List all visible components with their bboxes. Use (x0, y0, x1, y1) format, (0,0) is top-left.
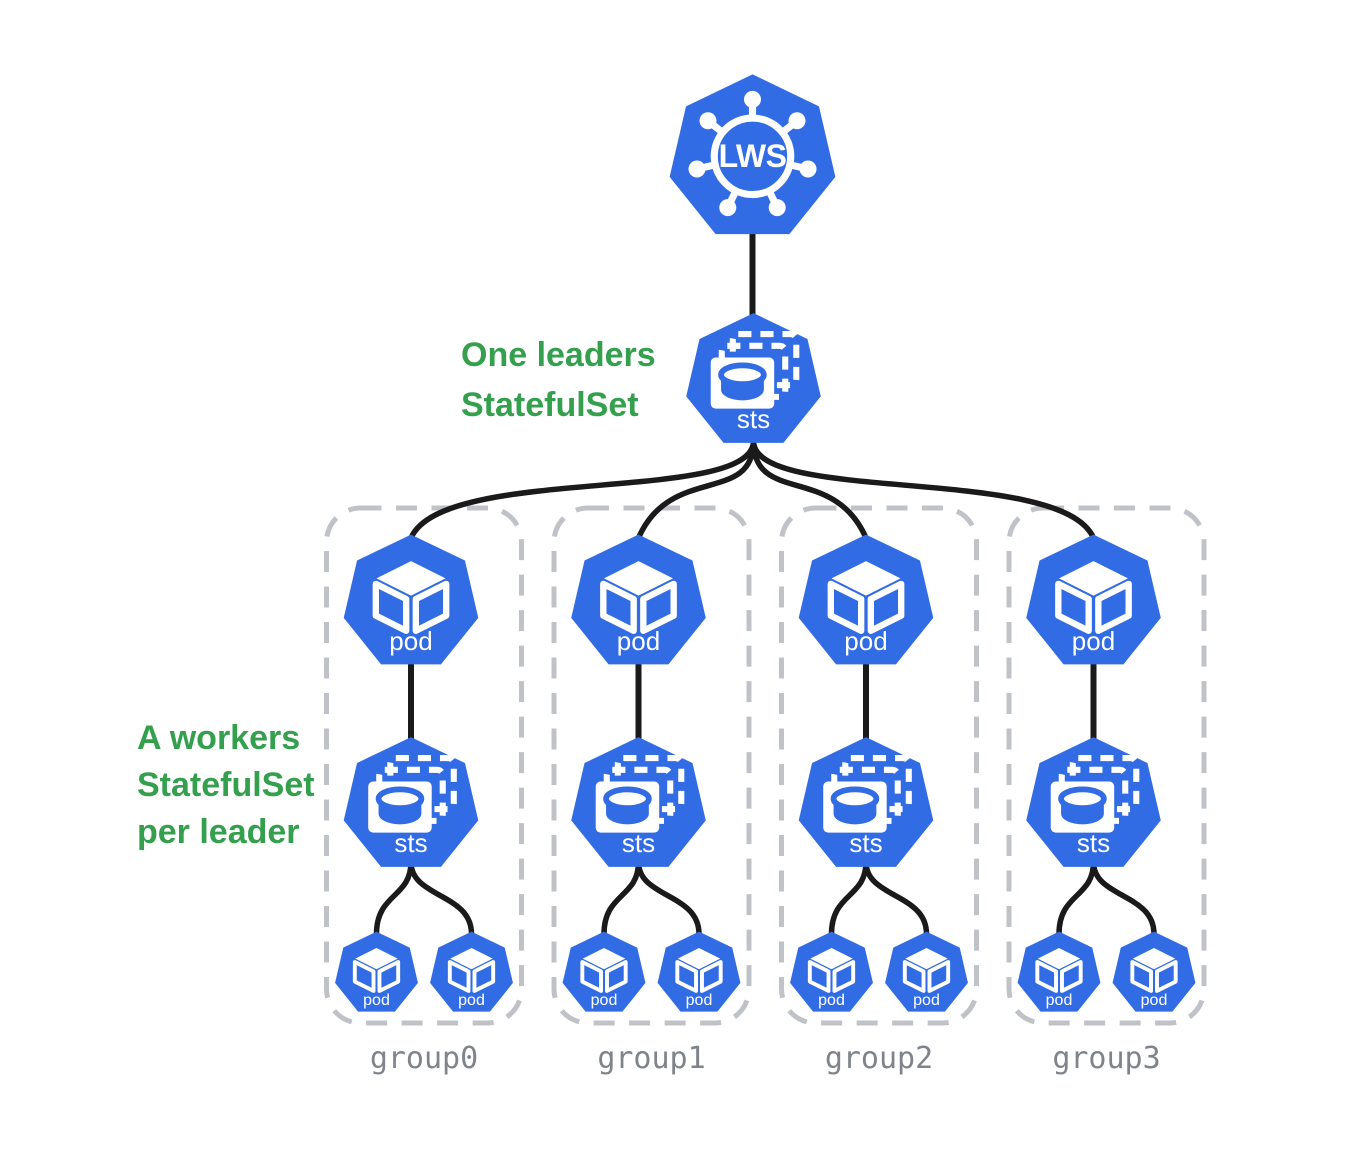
workers-annotation: A workers StatefulSet per leader (137, 719, 315, 851)
leaders-annotation-line-2: StatefulSet (461, 386, 639, 424)
leaders-annotation-line-1: One leaders (461, 336, 656, 374)
group2-worker-pod-1-label: pod (913, 992, 940, 1009)
group1-box (551, 505, 752, 1026)
group1-fork-right (635, 859, 702, 937)
group2-worker-pod-0-label: pod (818, 992, 845, 1009)
group2-box (779, 505, 979, 1026)
group1-worker-pod-1-label: pod (686, 992, 713, 1009)
group3-statefulset-label: sts (1077, 828, 1110, 858)
group3-fork-left (1056, 859, 1097, 937)
group2-fork-right (863, 859, 930, 937)
group1-statefulset-label: sts (622, 828, 655, 858)
group0-leader-pod-label: pod (389, 626, 432, 656)
group1-fork-left (601, 859, 642, 937)
workers-annotation-line-2: StatefulSet (137, 766, 315, 804)
group1-worker-pod-0-label: pod (591, 992, 618, 1009)
group0-worker-pod-1-label: pod (458, 992, 485, 1009)
group2-leader-pod-label: pod (844, 626, 887, 656)
group1-leader-pod-label: pod (617, 626, 660, 656)
leaders-annotation: One leaders StatefulSet (461, 336, 656, 424)
group3-worker-pod-0-label: pod (1046, 992, 1073, 1009)
fan-connector-group3 (750, 438, 1097, 541)
group3-box (1006, 505, 1207, 1026)
fan-connector-group1 (635, 438, 757, 541)
group3-leader-pod-label: pod (1072, 626, 1115, 656)
group2-fork-left (828, 859, 869, 937)
group0-label: group0 (370, 1041, 478, 1076)
group3-label: group3 (1052, 1041, 1160, 1076)
workers-annotation-line-3: per leader (137, 813, 300, 851)
group3-worker-pod-1-label: pod (1141, 992, 1168, 1009)
leader-statefulset-label: sts (737, 404, 770, 434)
group0-fork-left (373, 859, 414, 937)
lws-label: LWS (719, 138, 787, 174)
group3-fork-right (1090, 859, 1157, 937)
fan-connector-group0 (408, 438, 757, 541)
group1-label: group1 (597, 1041, 705, 1076)
group2-statefulset-label: sts (849, 828, 882, 858)
fan-connector-group2 (750, 438, 869, 541)
workers-annotation-line-1: A workers (137, 719, 300, 757)
group0-box (324, 505, 524, 1026)
group0-worker-pod-0-label: pod (363, 992, 390, 1009)
group0-statefulset-label: sts (394, 828, 427, 858)
group2-label: group2 (825, 1041, 933, 1076)
group0-fork-right (408, 859, 475, 937)
